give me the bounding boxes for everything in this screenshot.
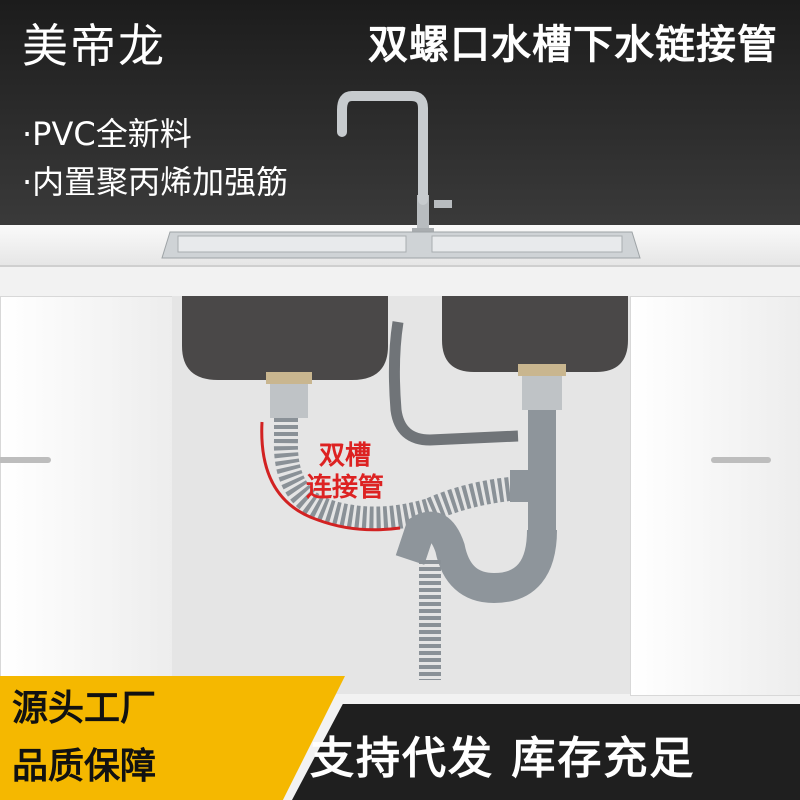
faucet bbox=[337, 91, 452, 242]
pipe-callout-label: 双槽 连接管 bbox=[306, 440, 384, 504]
overflow-hose bbox=[388, 321, 519, 446]
callout-line: 连接管 bbox=[306, 473, 385, 503]
callout-curve bbox=[260, 421, 401, 532]
promo-line: 源头工厂 bbox=[12, 688, 157, 729]
feature-item: ·内置聚丙烯加强筋 bbox=[22, 163, 289, 201]
connecting-pipe bbox=[273, 418, 522, 531]
promo-left-panel bbox=[0, 676, 345, 800]
promo-line: 品质保障 bbox=[12, 746, 157, 787]
callout-line: 双槽 bbox=[319, 441, 372, 471]
feature-item: ·PVC全新料 bbox=[22, 115, 192, 153]
promo-left-text: 源头工厂 品质保障 bbox=[12, 680, 156, 796]
promo-right-panel bbox=[292, 704, 800, 800]
s-trap bbox=[395, 410, 557, 680]
cabinet-handle bbox=[0, 457, 51, 463]
header-banner: 美帝龙 双螺口水槽下水链接管 ·PVC全新料 ·内置聚丙烯加强筋 bbox=[0, 0, 800, 225]
sink-top bbox=[161, 231, 641, 259]
feature-list: ·PVC全新料 ·内置聚丙烯加强筋 bbox=[22, 110, 288, 206]
drain-strainers bbox=[266, 364, 566, 418]
sink-basins bbox=[182, 296, 628, 380]
brand-name: 美帝龙 bbox=[22, 19, 166, 73]
product-headline: 双螺口水槽下水链接管 bbox=[368, 22, 778, 68]
promo-right-text: 支持代发 库存充足 bbox=[310, 733, 696, 784]
cabinet-right bbox=[630, 296, 800, 696]
cabinet-handle bbox=[711, 457, 771, 463]
